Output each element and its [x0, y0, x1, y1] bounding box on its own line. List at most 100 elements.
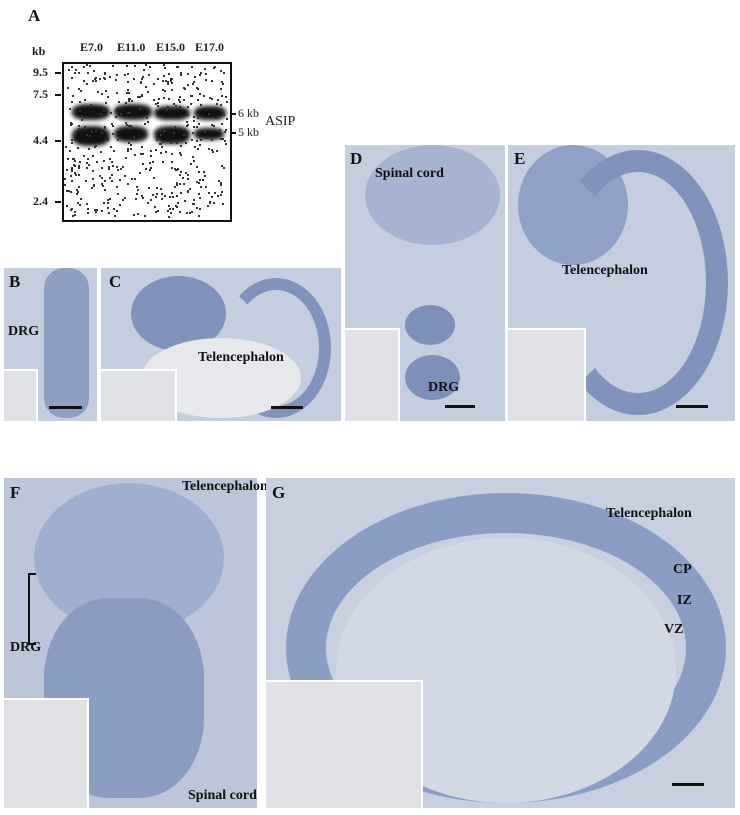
blot-speckle — [171, 161, 173, 163]
band-tick — [230, 113, 236, 115]
blot-speckle — [68, 190, 70, 192]
kb-unit-label: kb — [32, 44, 45, 59]
blot-speckle — [143, 69, 145, 71]
blot-speckle — [167, 106, 169, 108]
blot-speckle — [189, 212, 191, 214]
blot-speckle — [222, 203, 224, 205]
blot-speckle — [110, 112, 112, 114]
blot-speckle — [155, 149, 157, 151]
tissue-region — [365, 145, 500, 245]
blot-speckle — [116, 210, 118, 212]
blot-speckle — [170, 108, 172, 110]
blot-speckle — [154, 206, 156, 208]
blot-speckle — [220, 184, 222, 186]
blot-speckle — [86, 134, 88, 136]
blot-speckle — [222, 138, 224, 140]
blot-speckle — [224, 140, 226, 142]
panel-g-image — [266, 478, 735, 808]
blot-speckle — [92, 155, 94, 157]
blot-speckle — [163, 64, 165, 66]
blot-speckle — [193, 120, 195, 122]
blot-speckle — [83, 155, 85, 157]
blot-speckle — [204, 175, 206, 177]
blot-speckle — [164, 90, 166, 92]
marker-label: 4.4 — [33, 133, 48, 148]
blot-speckle — [148, 187, 150, 189]
blot-speckle — [146, 117, 148, 119]
blot-speckle — [86, 203, 88, 205]
blot-speckle — [128, 92, 130, 94]
blot-speckle — [198, 215, 200, 217]
blot-speckle — [134, 65, 136, 67]
blot-speckle — [79, 101, 81, 103]
blot-speckle — [149, 162, 151, 164]
blot-speckle — [152, 161, 154, 163]
blot-speckle — [174, 126, 176, 128]
blot-speckle — [220, 182, 222, 184]
blot-speckle — [104, 189, 106, 191]
blot-speckle — [187, 124, 189, 126]
blot-speckle — [145, 64, 147, 66]
blot-speckle — [171, 89, 173, 91]
blot-speckle — [127, 73, 129, 75]
blot-speckle — [150, 199, 152, 201]
blot-speckle — [64, 184, 66, 186]
blot-speckle — [90, 104, 92, 106]
blot-speckle — [112, 165, 114, 167]
blot-speckle — [157, 105, 159, 107]
blot-speckle — [124, 175, 126, 177]
blot-speckle — [160, 188, 162, 190]
blot-speckle — [78, 174, 80, 176]
blot-speckle — [221, 81, 223, 83]
marker-tick — [55, 94, 61, 96]
blot-speckle — [202, 179, 204, 181]
blot-speckle — [147, 202, 149, 204]
blot-speckle — [104, 180, 106, 182]
scale-bar — [49, 406, 82, 409]
blot-speckle — [66, 169, 68, 171]
blot-speckle — [208, 148, 210, 150]
blot-speckle — [186, 131, 188, 133]
blot-speckle — [211, 80, 213, 82]
blot-speckle — [101, 93, 103, 95]
blot-speckle — [124, 197, 126, 199]
blot-speckle — [86, 167, 88, 169]
blot-speckle — [220, 88, 222, 90]
blot-speckle — [211, 98, 213, 100]
inset-control — [508, 328, 586, 421]
blot-speckle — [81, 115, 83, 117]
blot-speckle — [176, 182, 178, 184]
blot-speckle — [145, 168, 147, 170]
blot-speckle — [212, 151, 214, 153]
blot-speckle — [103, 160, 105, 162]
tissue-region — [405, 305, 455, 345]
blot-speckle — [100, 151, 102, 153]
blot-speckle — [71, 142, 73, 144]
blot-speckle — [155, 196, 157, 198]
blot-speckle — [83, 80, 85, 82]
blot-speckle — [196, 140, 198, 142]
blot-speckle — [156, 187, 158, 189]
blot-speckle — [77, 191, 79, 193]
blot-speckle — [207, 137, 209, 139]
blot-speckle — [107, 139, 109, 141]
blot-speckle — [88, 148, 90, 150]
blot-speckle — [163, 130, 165, 132]
blot-speckle — [162, 161, 164, 163]
blot-speckle — [142, 163, 144, 165]
blot-speckle — [120, 168, 122, 170]
panel-e-image — [508, 145, 735, 421]
blot-speckle — [198, 123, 200, 125]
blot-speckle — [182, 177, 184, 179]
blot-speckle — [115, 109, 117, 111]
panel-c-label: C — [109, 272, 121, 292]
blot-speckle — [76, 193, 78, 195]
blot-speckle — [157, 102, 159, 104]
inset-control — [4, 698, 89, 808]
blot-speckle — [220, 194, 222, 196]
blot-speckle — [203, 95, 205, 97]
blot-speckle — [69, 108, 71, 110]
northern-blot — [62, 62, 232, 222]
blot-speckle — [176, 66, 178, 68]
blot-speckle — [148, 74, 150, 76]
